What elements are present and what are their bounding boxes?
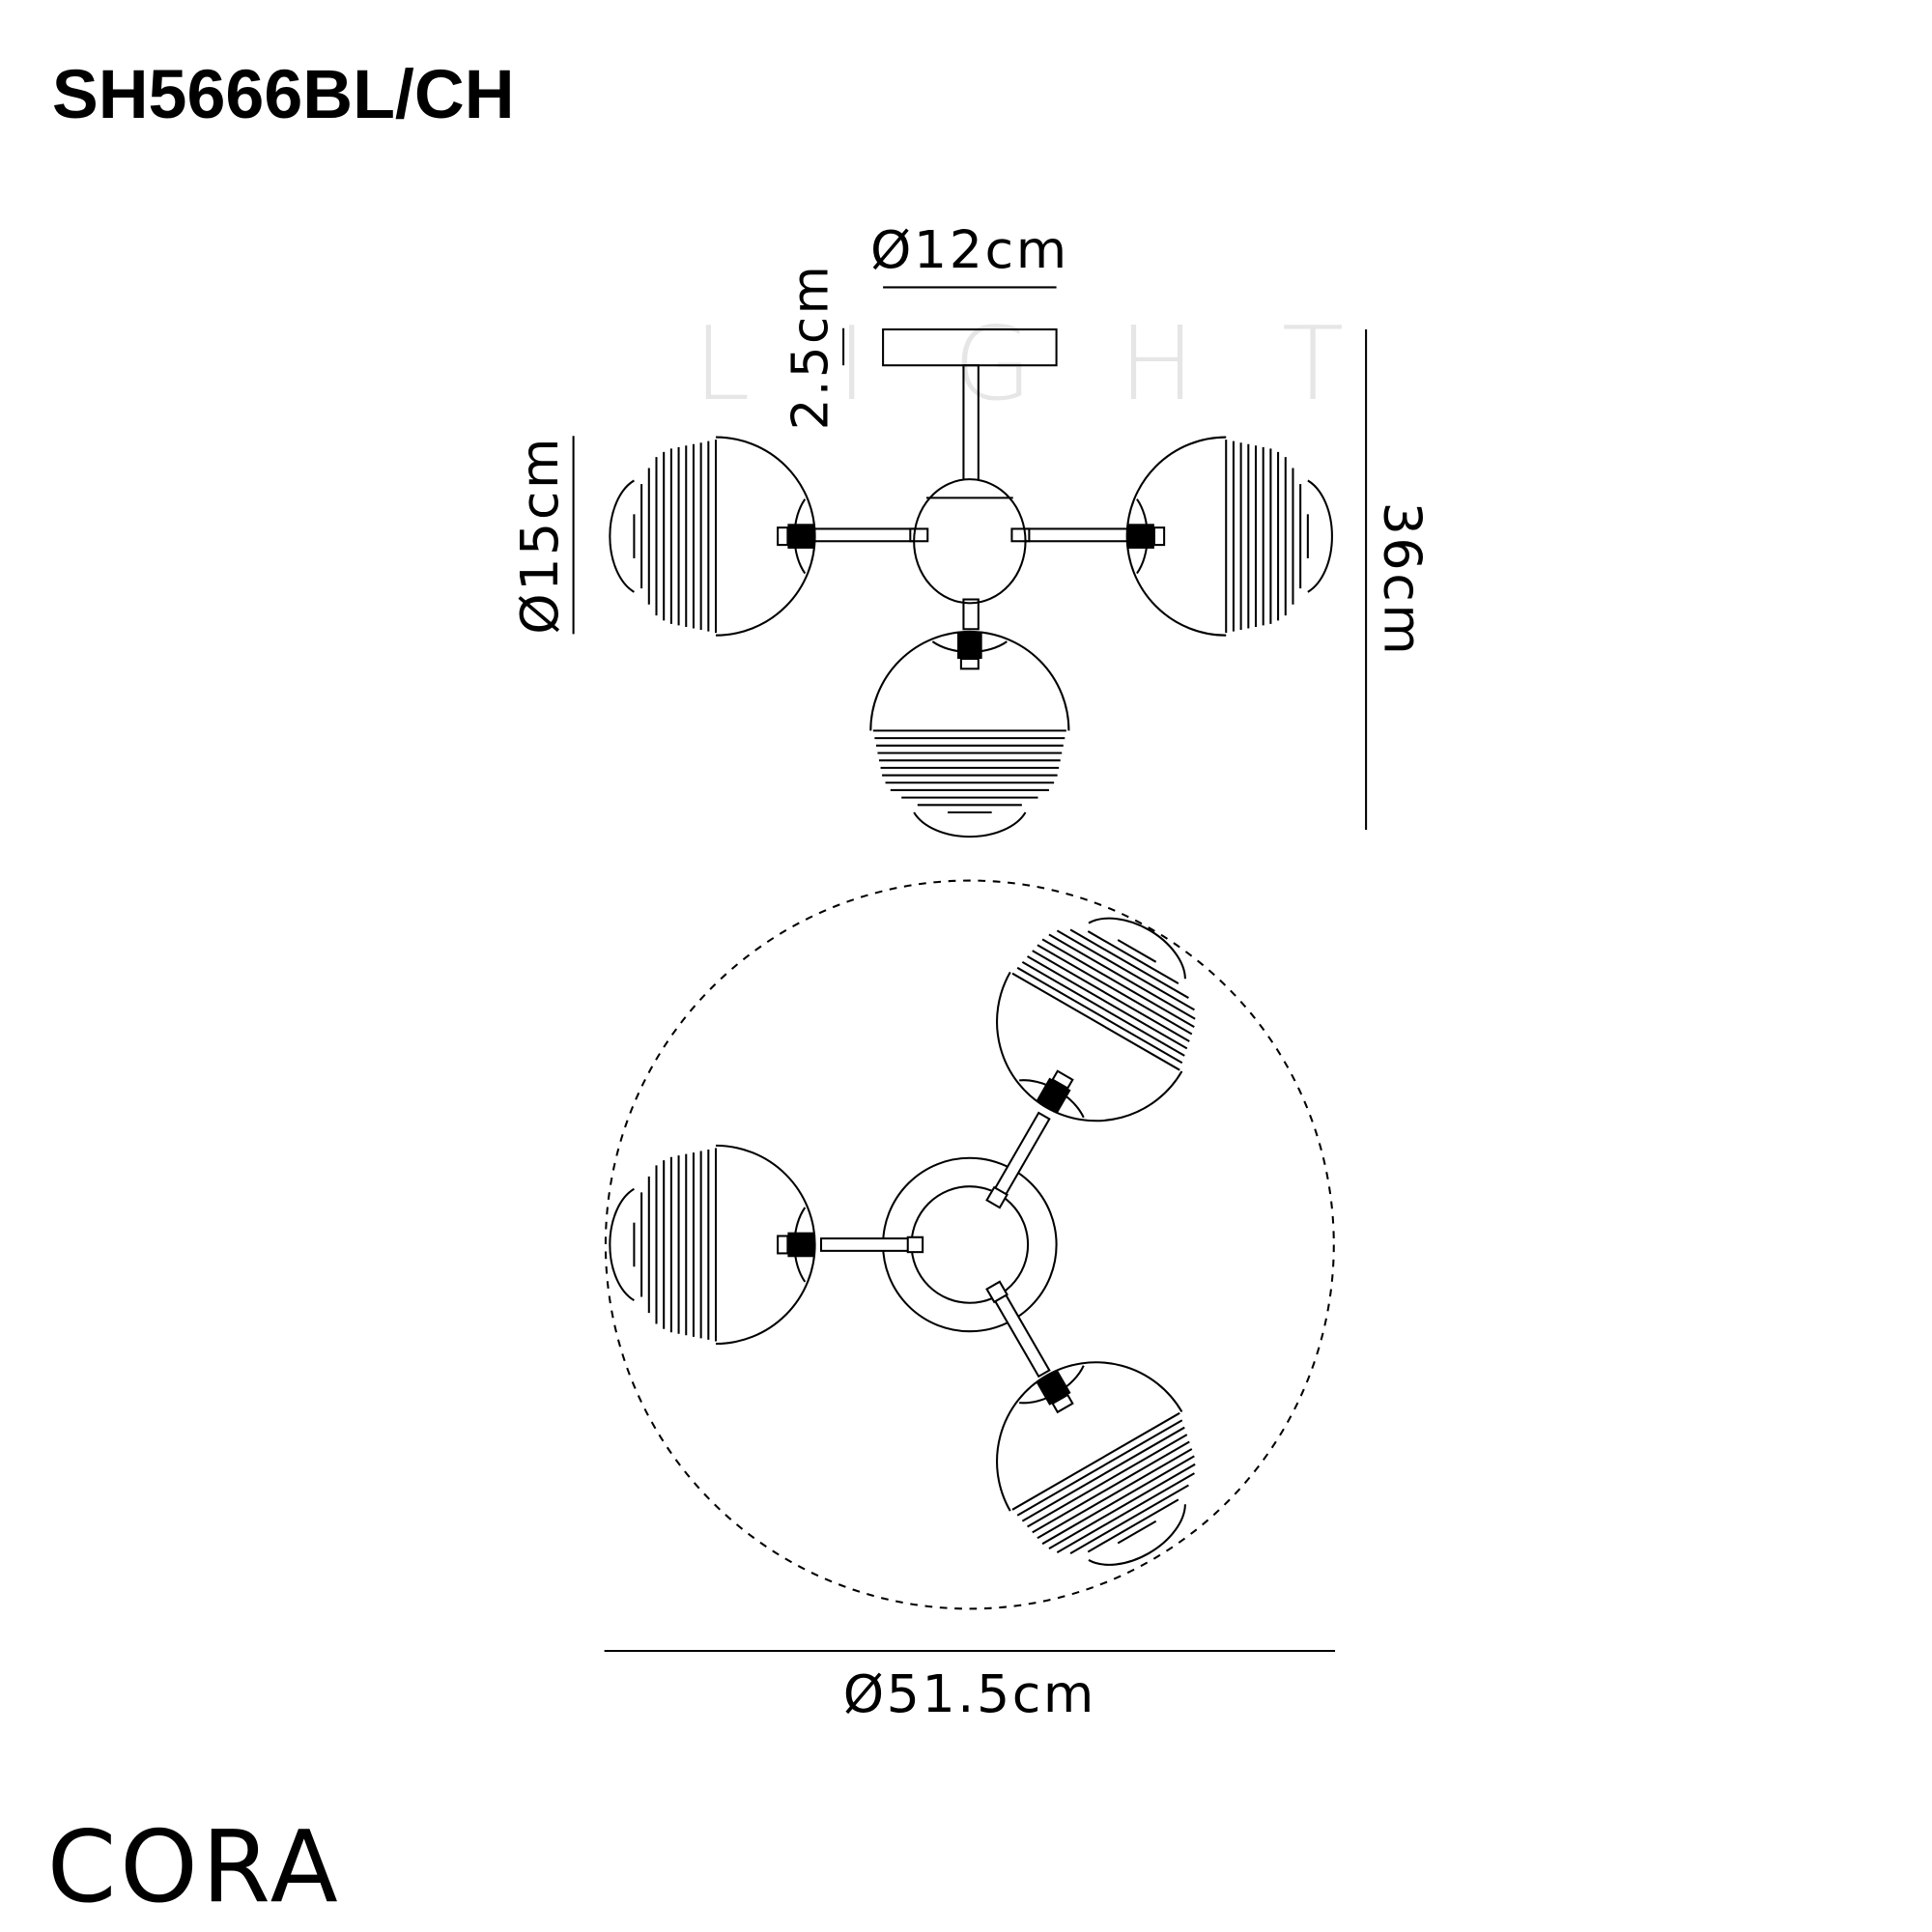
lamp-socket bbox=[787, 1232, 815, 1258]
arm-clip bbox=[909, 527, 929, 543]
side-view: Ø12cm 2.5cm Ø15cm 36cm bbox=[509, 219, 1433, 838]
product-code: SH5666BL/CH bbox=[52, 56, 515, 133]
glass-globe bbox=[996, 917, 1196, 1122]
product-name: CORA bbox=[47, 1810, 342, 1925]
arm bbox=[819, 1236, 924, 1254]
lamp-socket bbox=[787, 524, 815, 549]
lamp-socket bbox=[1036, 1369, 1071, 1406]
glass-globe bbox=[1125, 436, 1333, 637]
lamp-socket bbox=[1036, 1077, 1071, 1114]
down-arm bbox=[962, 598, 980, 631]
arm-clip bbox=[1010, 527, 1031, 543]
watermark: LIGHT bbox=[694, 304, 1431, 423]
canopy-height-label: 2.5cm bbox=[781, 264, 839, 430]
arm bbox=[985, 1111, 1051, 1209]
bottom-view: Ø51.5cm bbox=[604, 879, 1336, 1724]
height-label: 36cm bbox=[1372, 502, 1433, 658]
lamp-socket bbox=[1126, 524, 1154, 549]
canopy-diameter-label: Ø12cm bbox=[870, 219, 1069, 280]
overall-diameter-label: Ø51.5cm bbox=[843, 1663, 1096, 1724]
glass-globe bbox=[996, 1361, 1196, 1566]
glass-globe bbox=[609, 1144, 816, 1346]
glass-globe bbox=[609, 436, 816, 637]
shade-diameter-label: Ø15cm bbox=[509, 436, 570, 635]
glass-globe bbox=[869, 630, 1070, 838]
lamp-socket bbox=[957, 631, 982, 660]
arm bbox=[985, 1280, 1051, 1378]
overall-outline bbox=[604, 879, 1335, 1610]
